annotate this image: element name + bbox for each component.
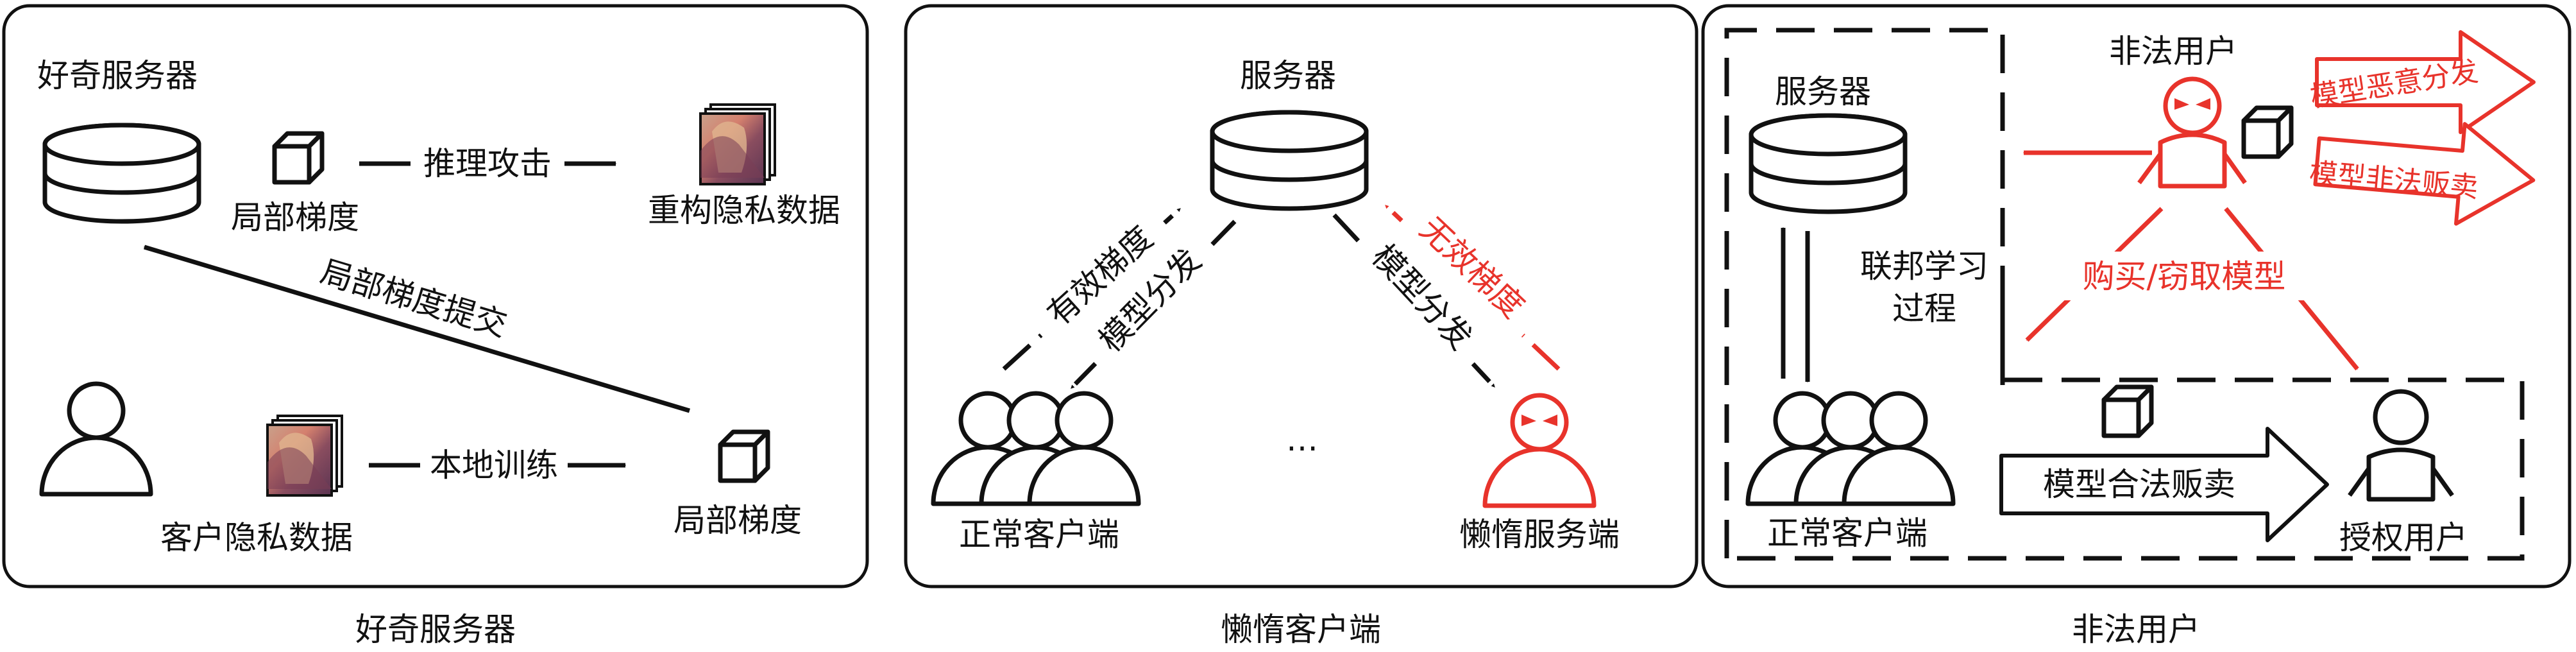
database-icon — [45, 125, 199, 221]
database-icon — [1751, 116, 1905, 212]
inference-attack-label: 推理攻击 — [423, 145, 552, 182]
block-arrow-icon — [2313, 122, 2536, 226]
photo-stack-icon — [266, 415, 343, 497]
buy-steal-label: 购买/窃取模型 — [2083, 258, 2286, 295]
local-training-label: 本地训练 — [430, 447, 558, 484]
user-icon — [2348, 389, 2454, 502]
submit-gradient-arrow — [143, 244, 691, 413]
distribute-label-bg — [1075, 225, 1224, 375]
server-label: 服务器 — [1240, 57, 1336, 94]
panel-illegal-user: 服务器 联邦学习 过程 非法用户 购买/窃取模型 模型恶意分发 模型非法贩卖 — [1701, 4, 2572, 588]
block-arrow-icon — [1999, 427, 2329, 542]
federated-boundary — [1724, 28, 2525, 561]
cube-icon — [720, 432, 768, 481]
panel-curious-server: 好奇服务器 局部梯度 推理攻击 重构隐私数据 局部梯度提交 客户隐私数据 本地训… — [2, 4, 869, 588]
panel-title: 好奇服务器 — [37, 57, 198, 94]
malicious-user-icon — [1482, 393, 1597, 508]
panel-caption: 懒惰客户端 — [1221, 611, 1381, 648]
valid-label-bg — [1023, 203, 1176, 348]
illegal-user-label: 非法用户 — [2109, 33, 2237, 70]
cube-icon — [2244, 108, 2291, 157]
reconstruct-data-label: 重构隐私数据 — [648, 192, 840, 229]
database-icon — [1212, 112, 1366, 209]
normal-clients-label: 正常客户端 — [1767, 515, 1928, 552]
cube-icon — [2104, 387, 2151, 436]
invalid-label-bg — [1396, 194, 1548, 341]
client-private-data-label: 客户隐私数据 — [160, 519, 353, 556]
panel-lazy-client: 服务器 有效梯度 模型分发 模型分发 无效梯度 … 正常客户端 懒惰服务端 — [904, 4, 1699, 588]
distribute-label-bg — [1350, 221, 1496, 373]
photo-stack-icon — [699, 103, 776, 185]
submit-label-bg — [292, 239, 535, 357]
local-gradient-label: 局部梯度 — [231, 199, 359, 236]
legal-sale-label: 模型合法贩卖 — [2043, 466, 2235, 503]
ellipsis-label: … — [1286, 421, 1318, 458]
block-arrow-icon — [2315, 30, 2536, 134]
server-label: 服务器 — [1775, 73, 1871, 110]
local-gradient-label: 局部梯度 — [674, 502, 802, 539]
buy-steal-label-bg — [2046, 252, 2322, 300]
lazy-server-label: 懒惰服务端 — [1459, 516, 1620, 553]
panel-caption: 非法用户 — [2072, 611, 2200, 648]
malicious-user-icon — [2137, 76, 2247, 189]
cube-icon — [275, 133, 322, 182]
fl-process-label: 联邦学习 — [1860, 248, 1988, 285]
panel-caption: 好奇服务器 — [355, 611, 516, 648]
fl-process-label: 过程 — [1892, 290, 1956, 327]
authorized-user-label: 授权用户 — [2339, 519, 2468, 556]
normal-clients-label: 正常客户端 — [959, 516, 1119, 553]
